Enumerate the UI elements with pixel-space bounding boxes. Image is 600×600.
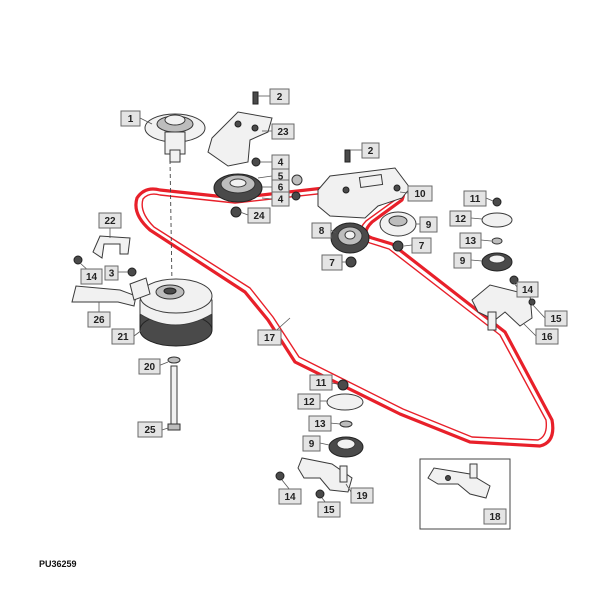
- idler-pulley-upper: [213, 157, 303, 218]
- svg-text:13: 13: [314, 419, 326, 430]
- callout-11: 11: [309, 374, 333, 391]
- svg-text:9: 9: [309, 439, 315, 450]
- svg-text:24: 24: [253, 211, 265, 222]
- callout-1: 1: [120, 110, 141, 127]
- callout-11: 11: [463, 190, 487, 207]
- callout-14: 14: [516, 281, 539, 298]
- callout-17: 17: [257, 329, 282, 346]
- svg-text:2: 2: [368, 146, 374, 157]
- drive-sheave: [144, 113, 206, 163]
- svg-text:8: 8: [319, 226, 325, 237]
- svg-text:3: 3: [109, 269, 115, 280]
- svg-text:14: 14: [86, 272, 98, 283]
- svg-text:25: 25: [144, 425, 156, 436]
- inset-bracket-detail: [419, 458, 511, 530]
- svg-text:6: 6: [278, 183, 284, 194]
- svg-text:21: 21: [117, 332, 129, 343]
- callout-13: 13: [459, 232, 482, 249]
- callout-22: 22: [98, 212, 122, 229]
- callout-14: 14: [278, 488, 302, 505]
- svg-text:15: 15: [550, 314, 562, 325]
- callout-23: 23: [271, 123, 295, 140]
- svg-text:18: 18: [489, 512, 501, 523]
- svg-text:15: 15: [323, 505, 335, 516]
- svg-text:12: 12: [303, 397, 315, 408]
- svg-text:17: 17: [264, 333, 276, 344]
- svg-text:9: 9: [460, 256, 466, 267]
- callout-12: 12: [297, 393, 321, 410]
- svg-text:14: 14: [284, 492, 296, 503]
- callout-14: 14: [80, 268, 103, 285]
- callout-8: 8: [311, 222, 332, 239]
- svg-text:11: 11: [470, 194, 481, 205]
- svg-text:16: 16: [541, 332, 553, 343]
- callout-21: 21: [111, 328, 135, 345]
- callout-18: 18: [483, 508, 507, 525]
- callout-9: 9: [453, 252, 472, 269]
- svg-text:19: 19: [356, 491, 368, 502]
- callout-9: 9: [419, 216, 438, 233]
- callout-19: 19: [350, 487, 374, 504]
- lower-idler-bracket: [275, 457, 353, 499]
- callout-7: 7: [321, 254, 343, 271]
- left-bracket-upper: [73, 235, 131, 265]
- svg-text:23: 23: [277, 127, 289, 138]
- callout-15: 15: [544, 310, 568, 327]
- svg-text:2: 2: [277, 92, 283, 103]
- svg-text:7: 7: [419, 241, 425, 252]
- callout-25: 25: [137, 421, 163, 438]
- callout-13: 13: [308, 415, 332, 432]
- svg-text:26: 26: [93, 315, 105, 326]
- callout-2: 2: [269, 88, 290, 105]
- svg-text:10: 10: [414, 189, 426, 200]
- svg-text:13: 13: [465, 236, 477, 247]
- callout-15: 15: [317, 501, 341, 518]
- svg-text:7: 7: [329, 258, 335, 269]
- callout-7: 7: [411, 237, 432, 254]
- callout-10: 10: [407, 185, 433, 202]
- callout-16: 16: [535, 328, 559, 345]
- callout-4: 4: [271, 191, 290, 207]
- svg-text:14: 14: [522, 285, 534, 296]
- idler-arm-plate: [317, 149, 411, 219]
- svg-text:5: 5: [278, 172, 284, 183]
- svg-text:11: 11: [316, 378, 327, 389]
- right-idler-stack: [481, 197, 513, 272]
- callout-3: 3: [104, 265, 119, 281]
- callout-4: 4: [271, 154, 290, 170]
- svg-text:1: 1: [128, 114, 134, 125]
- top-bracket: [207, 91, 273, 167]
- callout-9: 9: [302, 435, 321, 452]
- figure-id: PU36259: [39, 559, 77, 569]
- callout-26: 26: [87, 311, 111, 328]
- callout-20: 20: [138, 358, 161, 375]
- svg-text:22: 22: [104, 216, 116, 227]
- left-bracket-lower: [71, 267, 137, 307]
- callout-12: 12: [449, 210, 472, 227]
- pto-clutch: [129, 277, 213, 347]
- idler-pulley-middle: [330, 222, 370, 268]
- svg-text:20: 20: [144, 362, 156, 373]
- svg-text:9: 9: [426, 220, 432, 231]
- svg-text:4: 4: [278, 195, 284, 206]
- lower-idler-stack: [326, 379, 364, 458]
- callout-24: 24: [247, 207, 271, 224]
- callout-2: 2: [361, 142, 380, 159]
- svg-text:12: 12: [455, 214, 467, 225]
- svg-text:4: 4: [278, 158, 284, 169]
- callout-labels: 1 2 23 4 5 6 4 24 2 10 9 8 7 7 11 12 13 …: [80, 88, 568, 525]
- idler-pulley-right: [379, 211, 417, 252]
- shaft-axis-line: [169, 159, 173, 286]
- clutch-bolt: [167, 356, 181, 431]
